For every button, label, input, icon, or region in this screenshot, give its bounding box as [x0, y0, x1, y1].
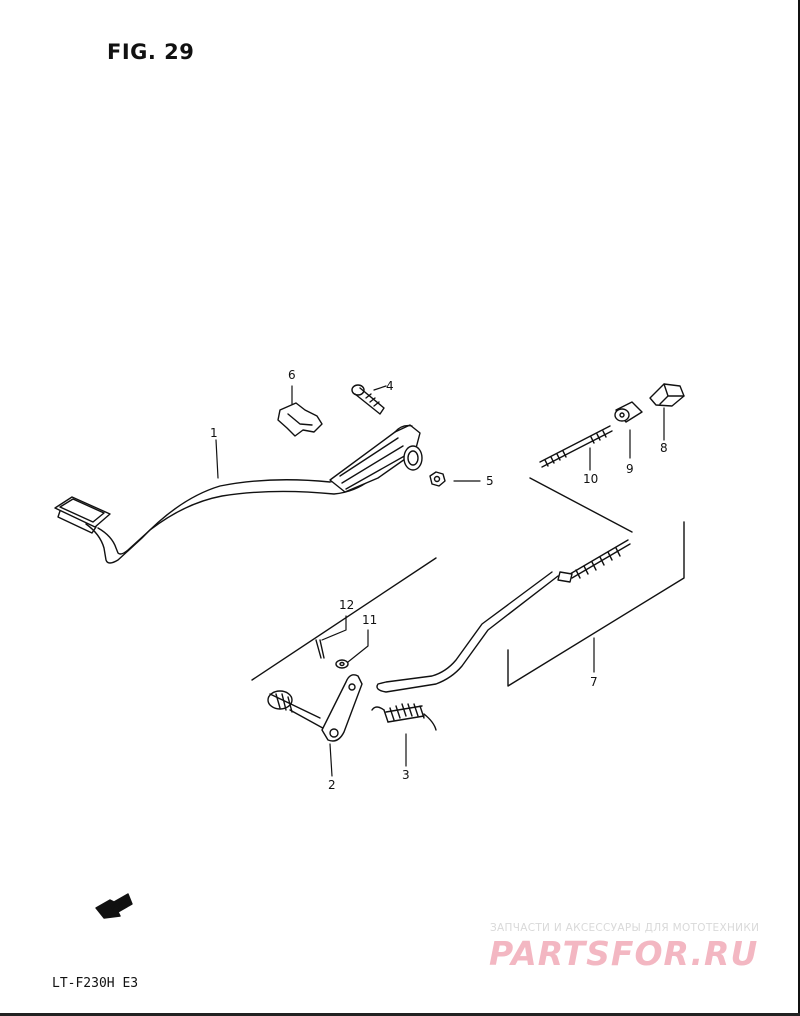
watermark-tagline: ЗАПЧАСТИ И АКСЕССУАРЫ ДЛЯ МОТОТЕХНИКИ — [490, 922, 760, 934]
figure-title: FIG. 29 — [107, 40, 195, 64]
threaded-rod — [539, 425, 613, 468]
rod-joint — [614, 401, 643, 423]
return-spring — [371, 703, 437, 731]
watermark-brand: PARTSFOR.RU — [489, 934, 759, 973]
nut — [429, 471, 446, 487]
cotter-pin — [315, 639, 325, 659]
callout-7: 7 — [590, 675, 598, 689]
pedal-bracket — [277, 402, 323, 437]
model-code: LT-F230H E3 — [52, 976, 139, 991]
brake-rod — [376, 521, 685, 693]
callout-4: 4 — [386, 379, 394, 393]
callout-5: 5 — [486, 474, 494, 488]
forward-arrow-icon: FWD — [95, 893, 133, 919]
callout-2: 2 — [328, 778, 336, 792]
right-edge-border — [798, 0, 800, 1016]
brake-pedal — [54, 424, 423, 564]
clevis-pin — [649, 383, 685, 407]
bolt — [351, 384, 385, 415]
callout-11: 11 — [362, 613, 377, 627]
washer — [335, 659, 349, 669]
arm-leader-line — [251, 557, 437, 681]
callout-12: 12 — [339, 598, 354, 612]
assembly-leader-line — [529, 477, 633, 533]
callout-1: 1 — [210, 426, 218, 440]
callout-leaders — [215, 385, 665, 777]
callout-9: 9 — [626, 462, 634, 476]
callout-6: 6 — [288, 368, 296, 382]
lever-arm — [267, 674, 363, 742]
callout-3: 3 — [402, 768, 410, 782]
bottom-edge-border — [0, 1013, 800, 1016]
callout-8: 8 — [660, 441, 668, 455]
callout-10: 10 — [583, 472, 598, 486]
callout-numbers: 1 2 3 4 5 6 7 8 9 10 11 12 — [210, 368, 668, 792]
rod-bracket-line — [507, 521, 685, 687]
